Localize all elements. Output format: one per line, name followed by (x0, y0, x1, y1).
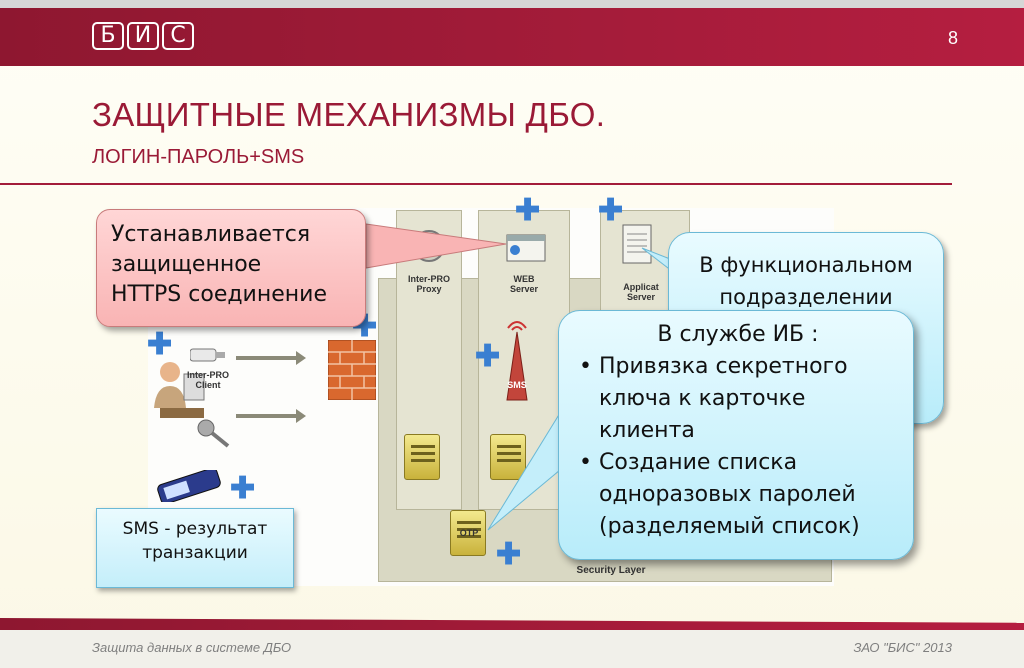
plus-icon: ✚ (475, 340, 501, 373)
flow-arrow (236, 409, 306, 423)
logo: Б И С (92, 22, 194, 50)
sms-tower-icon (506, 321, 528, 401)
otp-label: OTP (459, 528, 479, 538)
https-callout: Устанавливается защищенное HTTPS соедине… (96, 209, 366, 327)
footer-bar (0, 630, 1024, 668)
logo-letter: С (162, 22, 194, 50)
footer-caption: Защита данных в системе ДБО (92, 640, 292, 655)
server-icon (490, 434, 526, 480)
document-icon (622, 224, 652, 264)
slide-title: ЗАЩИТНЫЕ МЕХАНИЗМЫ ДБО. (92, 96, 606, 133)
flow-arrow (236, 351, 306, 365)
firewall-icon (328, 340, 376, 400)
server-icon (404, 434, 440, 480)
plus-icon: ✚ (515, 194, 541, 227)
plus-icon: ✚ (147, 328, 173, 361)
security-service-list: Привязка секретного ключа к карточке кли… (577, 351, 899, 543)
plus-icon: ✚ (230, 472, 256, 505)
footer-copyright: ЗАО "БИС" 2013 (853, 640, 952, 655)
key-icon (197, 419, 230, 448)
sms-result-note: SMS - результат транзакции (96, 508, 294, 588)
page-number: 8 (947, 28, 958, 48)
security-service-callout: В службе ИБ : Привязка секретного ключа … (558, 310, 914, 560)
usb-key-icon (190, 348, 225, 362)
slide-subtitle: ЛОГИН-ПАРОЛЬ+SMS (92, 146, 305, 168)
list-item: Привязка секретного ключа к карточке кли… (577, 351, 899, 447)
plus-icon: ✚ (496, 538, 522, 571)
logo-letter: Б (92, 22, 124, 50)
server-icon (450, 510, 486, 556)
list-item: Создание списка одноразовых паролей (раз… (577, 447, 899, 543)
footer-swoosh (0, 618, 1024, 630)
sms-label: SMS (507, 380, 527, 390)
phone-icon (157, 470, 221, 502)
logo-letter: И (127, 22, 159, 50)
security-service-header: В службе ИБ : (657, 322, 819, 347)
client-user-icon (154, 362, 205, 418)
header-bar (0, 8, 1024, 66)
browser-icon (506, 234, 546, 262)
plus-icon: ✚ (598, 194, 624, 227)
top-strip (0, 0, 1024, 8)
security-layer-label: Security Layer (576, 565, 646, 576)
title-divider (0, 183, 952, 185)
